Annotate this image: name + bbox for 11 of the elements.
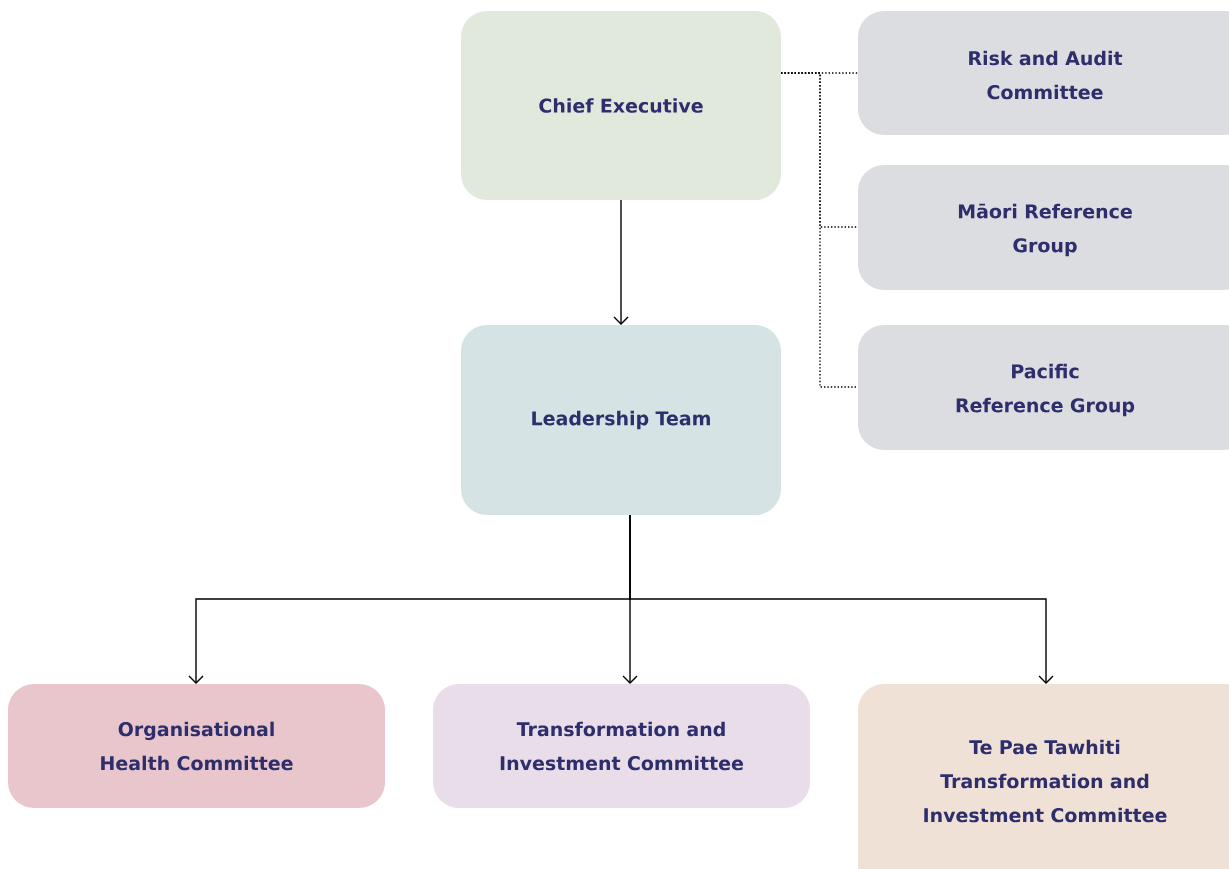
connector bbox=[613, 199, 629, 325]
connector bbox=[780, 72, 859, 388]
org-box: Risk and Audit Committee bbox=[858, 11, 1229, 135]
org-box: Te Pae Tawhiti Transformation and Investment Committee bbox=[858, 684, 1229, 869]
org-box: Māori Reference Group bbox=[858, 165, 1229, 290]
org-box: Transformation and Investment Committee bbox=[433, 684, 810, 808]
org-box: Chief Executive bbox=[461, 11, 781, 200]
connector bbox=[629, 514, 1054, 684]
org-box: Leadership Team bbox=[461, 325, 781, 515]
org-box: Pacific Reference Group bbox=[858, 325, 1229, 450]
org-box: Organisational Health Committee bbox=[8, 684, 385, 808]
